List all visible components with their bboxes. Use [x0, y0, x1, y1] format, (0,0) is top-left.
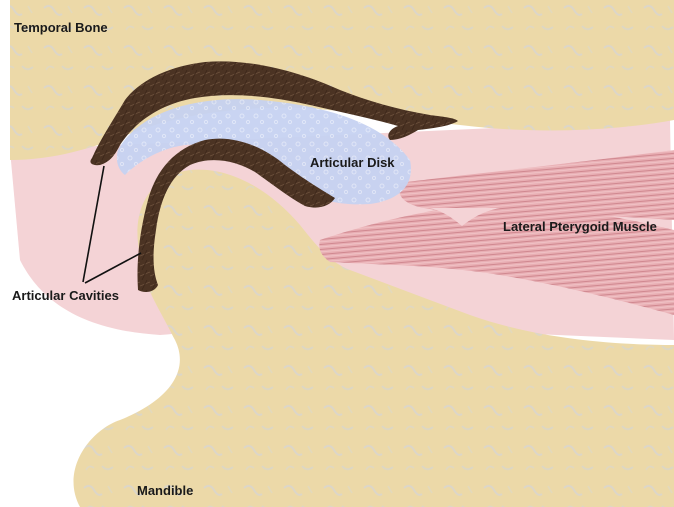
articular-disk-label: Articular Disk — [310, 155, 395, 170]
mandible-label: Mandible — [137, 483, 193, 498]
articular-cavities-label: Articular Cavities — [12, 288, 119, 303]
lateral-pterygoid-label: Lateral Pterygoid Muscle — [503, 219, 657, 234]
temporal-bone-label: Temporal Bone — [14, 20, 108, 35]
